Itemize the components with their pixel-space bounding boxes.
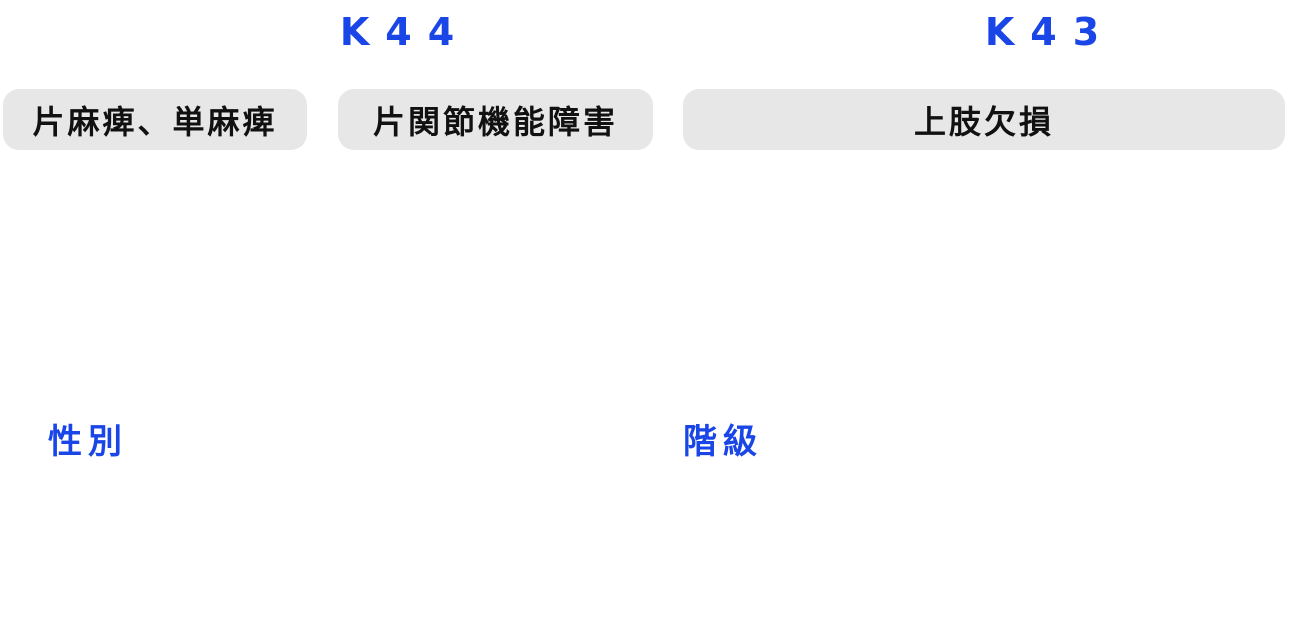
code-k44: K44 [339, 10, 471, 54]
category-label: 片麻痺、単麻痺 [32, 102, 278, 141]
category-label: 片関節機能障害 [372, 102, 618, 141]
gender-section-label: 性別 [48, 422, 128, 462]
code-k43: K43 [984, 10, 1116, 54]
category-joint-dysfunction-button[interactable]: 片関節機能障害 [338, 89, 653, 150]
category-hemiplegia-monoplegia-button[interactable]: 片麻痺、単麻痺 [3, 89, 307, 150]
grade-section-label: 階級 [683, 422, 763, 462]
category-label: 上肢欠損 [913, 102, 1054, 141]
category-upper-limb-deficiency-button[interactable]: 上肢欠損 [683, 89, 1285, 150]
